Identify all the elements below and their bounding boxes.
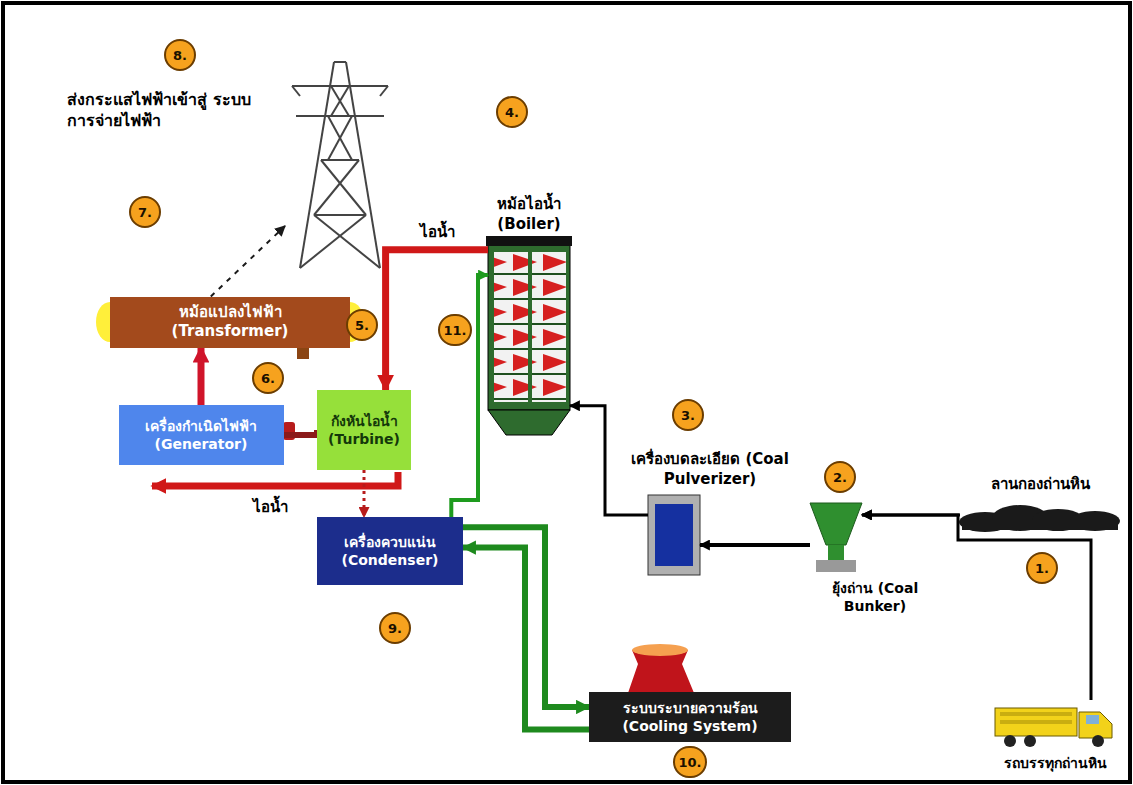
boiler-shape-part bbox=[494, 252, 528, 402]
transmission-tower-part bbox=[292, 86, 300, 96]
coal-truck-part bbox=[1000, 720, 1072, 724]
callout-number: 5. bbox=[346, 309, 378, 341]
coal-truck-part bbox=[1004, 735, 1016, 747]
flow-connector bbox=[386, 250, 488, 390]
transmission-tower-part bbox=[328, 116, 352, 160]
flow-connector bbox=[862, 513, 960, 516]
coal-truck-part bbox=[1000, 712, 1072, 716]
pulverizer-shape bbox=[648, 495, 700, 575]
part-label: ยุ้งถ่าน (Coal Bunker) bbox=[810, 579, 940, 615]
coal-truck-part bbox=[995, 708, 1077, 736]
coal-truck-part bbox=[1086, 715, 1099, 724]
callout-number: 9. bbox=[379, 612, 411, 644]
boiler-shape bbox=[486, 236, 572, 435]
boiler-shape-part bbox=[488, 240, 570, 410]
transmission-tower-part bbox=[334, 61, 346, 63]
transmission-tower-part bbox=[314, 215, 380, 268]
cooling-system-box: ระบบระบายความร้อน (Cooling System) bbox=[589, 692, 791, 742]
transmission-tower-part bbox=[328, 116, 352, 160]
coal-bunker: ยุ้งถ่าน (Coal Bunker) bbox=[810, 503, 862, 573]
coal-truck-part bbox=[1092, 735, 1104, 747]
boiler-shape-part bbox=[488, 410, 570, 435]
coal-pile bbox=[959, 505, 1120, 532]
boiler: หม้อไอน้ำ (Boiler) bbox=[488, 240, 570, 435]
bunker-shape-part bbox=[828, 545, 844, 560]
part-label: ส่งกระแสไฟฟ้าเข้าสู่ ระบบการจ่ายไฟฟ้า bbox=[67, 90, 277, 132]
transmission-tower-part bbox=[346, 62, 380, 268]
part-label: เครื่องบดละเอียด (Coal Pulverizer) bbox=[625, 450, 795, 489]
part-label: หม้อไอน้ำ (Boiler) bbox=[474, 195, 584, 234]
transmission-tower bbox=[292, 62, 388, 268]
transformer-box: หม้อแปลงไฟฟ้า (Transformer) bbox=[110, 297, 350, 348]
bunker-shape-part bbox=[810, 503, 862, 545]
transmission-tower-part bbox=[300, 62, 334, 268]
transmission-tower-part bbox=[331, 86, 349, 116]
frame bbox=[3, 3, 1130, 782]
flow-connector bbox=[198, 348, 205, 406]
callout-number: 10. bbox=[673, 746, 706, 778]
generator-box: เครื่องกำเนิดไฟฟ้า (Generator) bbox=[119, 405, 284, 465]
small-part bbox=[297, 347, 309, 359]
callout-number: 1. bbox=[1026, 552, 1058, 584]
transmission-tower: ส่งกระแสไฟฟ้าเข้าสู่ ระบบการจ่ายไฟฟ้า bbox=[285, 50, 395, 270]
flow-connector bbox=[700, 543, 810, 547]
transmission-tower-part bbox=[314, 214, 366, 216]
flow-connector bbox=[363, 470, 366, 517]
part-label: รถบรรทุกถ่านหิน bbox=[1004, 754, 1107, 772]
cooling-tower bbox=[628, 644, 694, 693]
steam-label: ไอน้ำ bbox=[250, 498, 291, 518]
callout-number: 7. bbox=[129, 196, 161, 228]
coal-yard: ลานกองถ่านหิน bbox=[960, 500, 1120, 530]
callout-number: 2. bbox=[824, 461, 856, 493]
transmission-tower-part bbox=[380, 86, 388, 96]
transmission-tower-part bbox=[321, 160, 366, 215]
bunker-shape bbox=[810, 503, 862, 572]
pulverizer-shape-part bbox=[655, 504, 693, 566]
box-label: หม้อแปลงไฟฟ้า (Transformer) bbox=[155, 303, 305, 342]
coal-truck bbox=[995, 708, 1112, 747]
bunker-shape-part bbox=[816, 560, 856, 572]
boiler-shape-part bbox=[486, 236, 572, 246]
coal-truck-part bbox=[1024, 735, 1036, 747]
callout-number: 3. bbox=[672, 399, 704, 431]
flow-connector bbox=[211, 226, 285, 297]
boiler-shape-part bbox=[532, 252, 566, 402]
cooling-tower-part bbox=[628, 650, 694, 693]
exhaust-steam-arrow bbox=[152, 472, 398, 486]
part-label: ลานกองถ่านหิน bbox=[991, 475, 1090, 495]
flow-label: ไอน้ำ bbox=[417, 223, 458, 243]
callout-number: 11. bbox=[438, 314, 471, 346]
pulverizer-shape-part bbox=[648, 495, 700, 575]
transmission-tower-part bbox=[300, 215, 366, 268]
coal-truck: รถบรรทุกถ่านหิน bbox=[995, 700, 1115, 748]
cooling-tower-part bbox=[632, 644, 688, 656]
coal-truck-part bbox=[1079, 712, 1112, 738]
coal-pulverizer: เครื่องบดละเอียด (Coal Pulverizer) bbox=[648, 495, 700, 575]
transmission-tower-part bbox=[321, 159, 359, 161]
transmission-tower-part bbox=[331, 86, 349, 116]
flow-connector bbox=[451, 275, 488, 517]
transmission-tower-part bbox=[296, 115, 384, 117]
transmission-tower-part bbox=[292, 85, 388, 87]
flow-connector bbox=[463, 548, 589, 730]
callout-number: 6. bbox=[252, 362, 284, 394]
turbine-box: กังหันไอน้ำ (Turbine) bbox=[317, 390, 411, 470]
flow-connector bbox=[284, 430, 318, 435]
box-label: เครื่องกำเนิดไฟฟ้า (Generator) bbox=[127, 417, 276, 453]
box-label: เครื่องควบแน่น (Condenser) bbox=[325, 533, 455, 569]
box-label: กังหันไอน้ำ (Turbine) bbox=[325, 412, 403, 448]
transmission-tower-part bbox=[314, 160, 359, 215]
callout-number: 8. bbox=[164, 39, 196, 71]
condenser-box: เครื่องควบแน่น (Condenser) bbox=[317, 517, 463, 585]
box-label: ระบบระบายความร้อน (Cooling System) bbox=[597, 699, 783, 735]
coal-pile-part bbox=[962, 520, 1118, 530]
callout-number: 4. bbox=[496, 96, 528, 128]
